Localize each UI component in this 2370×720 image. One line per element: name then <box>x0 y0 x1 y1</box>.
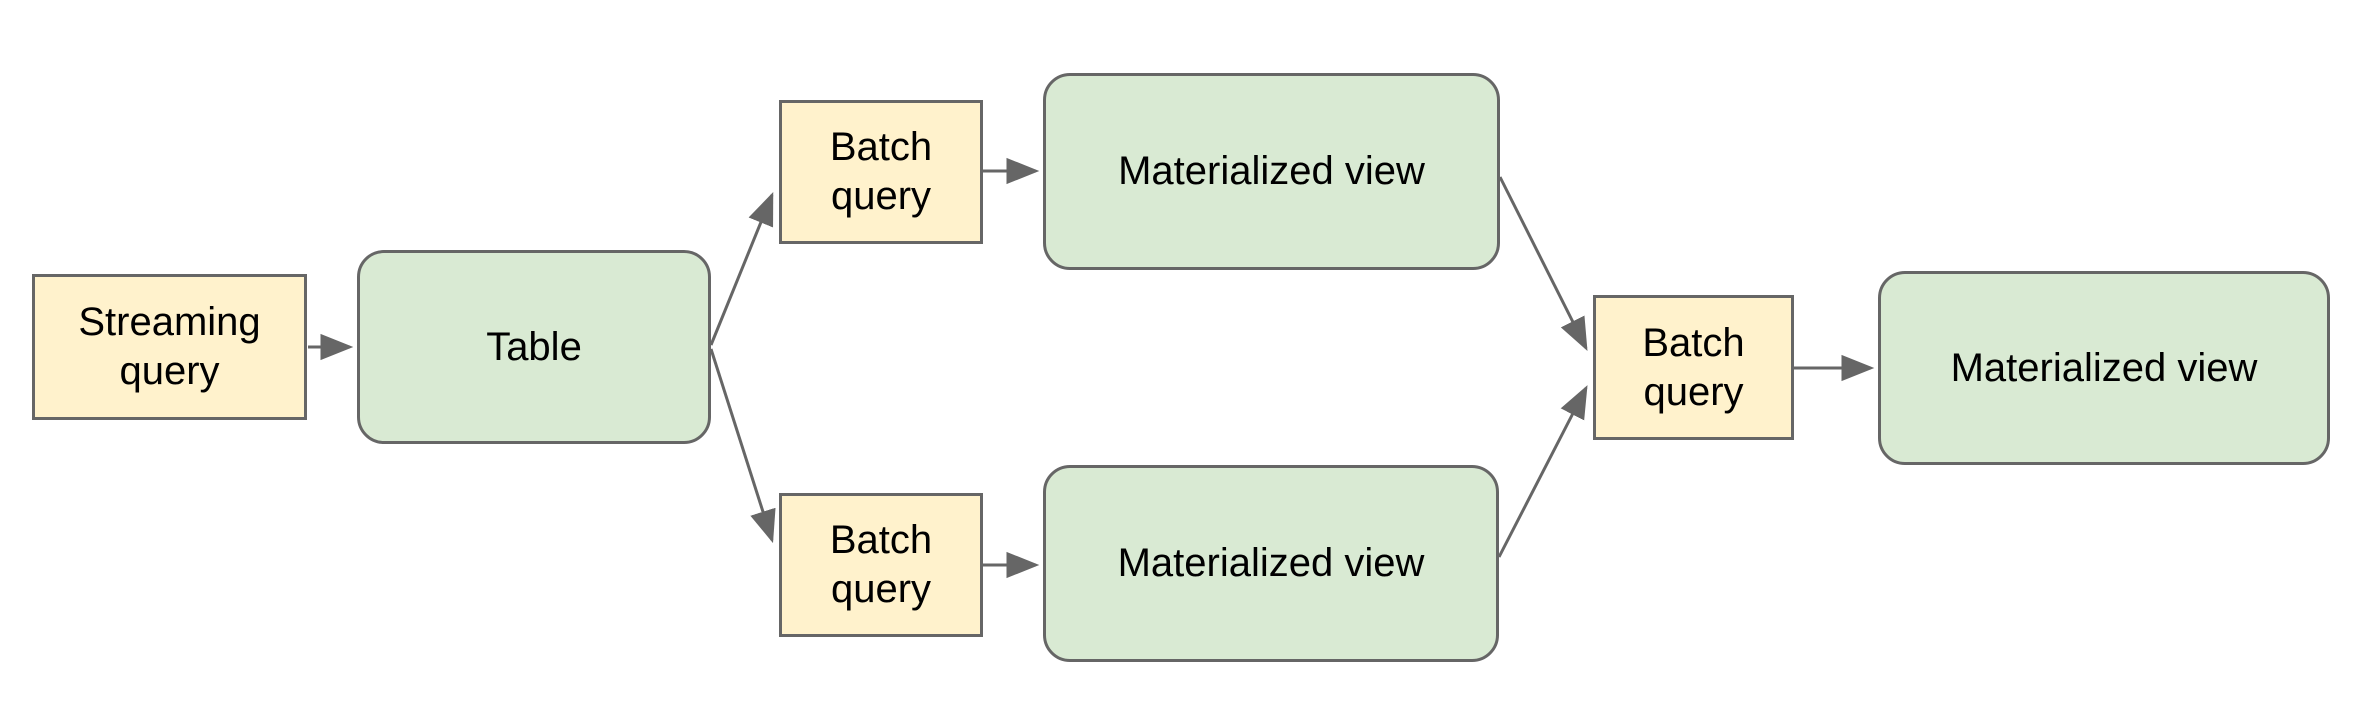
node-streaming-query-label: Streaming query <box>78 300 261 393</box>
node-materialized-view-right: Materialized view <box>1878 271 2330 465</box>
node-batch-query-bottom: Batch query <box>779 493 983 637</box>
node-batch-query-top: Batch query <box>779 100 983 244</box>
node-batch-query-right: Batch query <box>1593 295 1794 440</box>
edge-table-to-batch-query-top <box>709 191 774 346</box>
node-batch-query-bottom-label: Batch query <box>829 518 933 611</box>
edge-table-to-batch-query-bottom <box>709 348 776 544</box>
node-streaming-query: Streaming query <box>32 274 307 420</box>
edge-materialized-view-bottom-to-batch-query-right <box>1497 385 1588 558</box>
node-materialized-view-bottom-label: Materialized view <box>1117 541 1425 586</box>
node-batch-query-top-label: Batch query <box>829 125 933 218</box>
node-materialized-view-top: Materialized view <box>1043 73 1500 270</box>
node-materialized-view-right-label: Materialized view <box>1950 345 2258 390</box>
node-table: Table <box>357 250 711 444</box>
node-materialized-view-bottom: Materialized view <box>1043 465 1499 662</box>
node-table-label: Table <box>486 324 582 369</box>
node-materialized-view-top-label: Materialized view <box>1118 149 1425 194</box>
edge-materialized-view-top-to-batch-query-right <box>1498 176 1588 351</box>
node-batch-query-right-label: Batch query <box>1642 320 1745 414</box>
